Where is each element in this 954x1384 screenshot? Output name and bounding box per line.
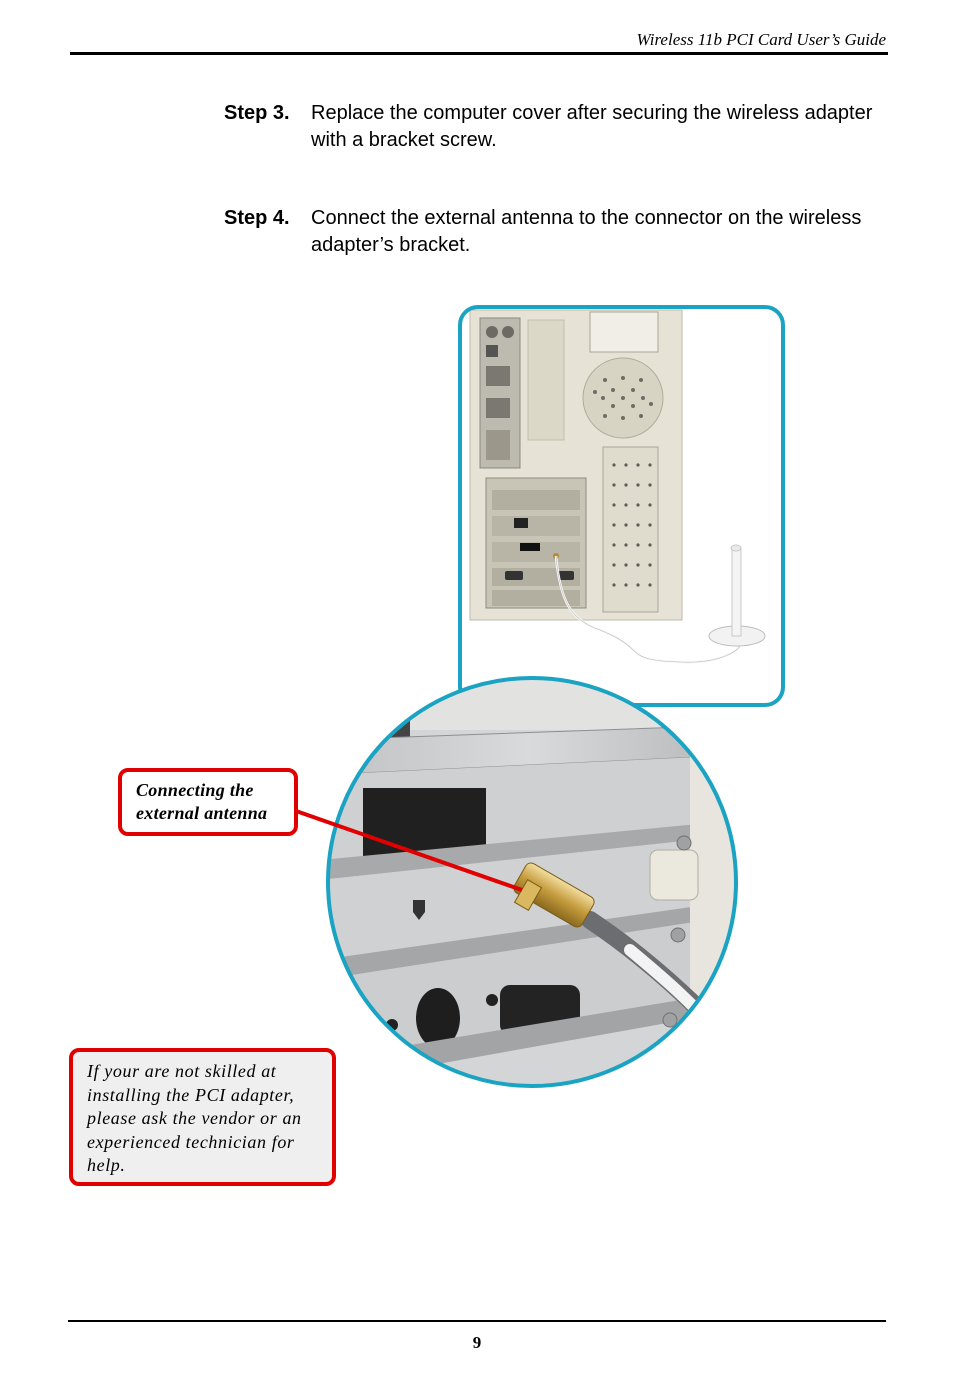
step-4-text: Connect the external antenna to the conn… bbox=[311, 207, 862, 256]
header-rule bbox=[70, 52, 888, 55]
callout-antenna-line2: external antenna bbox=[136, 803, 268, 823]
computer-case-rear-photo bbox=[460, 307, 783, 705]
page-number: 9 bbox=[472, 1333, 482, 1352]
step-4-label: Step 4. bbox=[224, 207, 290, 229]
footer-rule bbox=[68, 1320, 886, 1322]
callout-pointer-line bbox=[295, 809, 523, 892]
callout-antenna-box bbox=[118, 768, 298, 836]
step-3-label: Step 3. bbox=[224, 102, 290, 124]
connector-closeup-photo bbox=[328, 678, 736, 1086]
callout-antenna-text: Connecting the external antenna bbox=[136, 779, 267, 825]
note-text: If your are not skilled at installing th… bbox=[87, 1061, 302, 1175]
step-3-text: Replace the computer cover after securin… bbox=[311, 102, 873, 151]
note-box bbox=[69, 1048, 336, 1186]
callout-antenna-line1: Connecting the bbox=[136, 780, 254, 800]
closeup-circle-frame bbox=[326, 676, 738, 1088]
header-title: Wireless 11b PCI Card User’s Guide bbox=[636, 30, 887, 49]
